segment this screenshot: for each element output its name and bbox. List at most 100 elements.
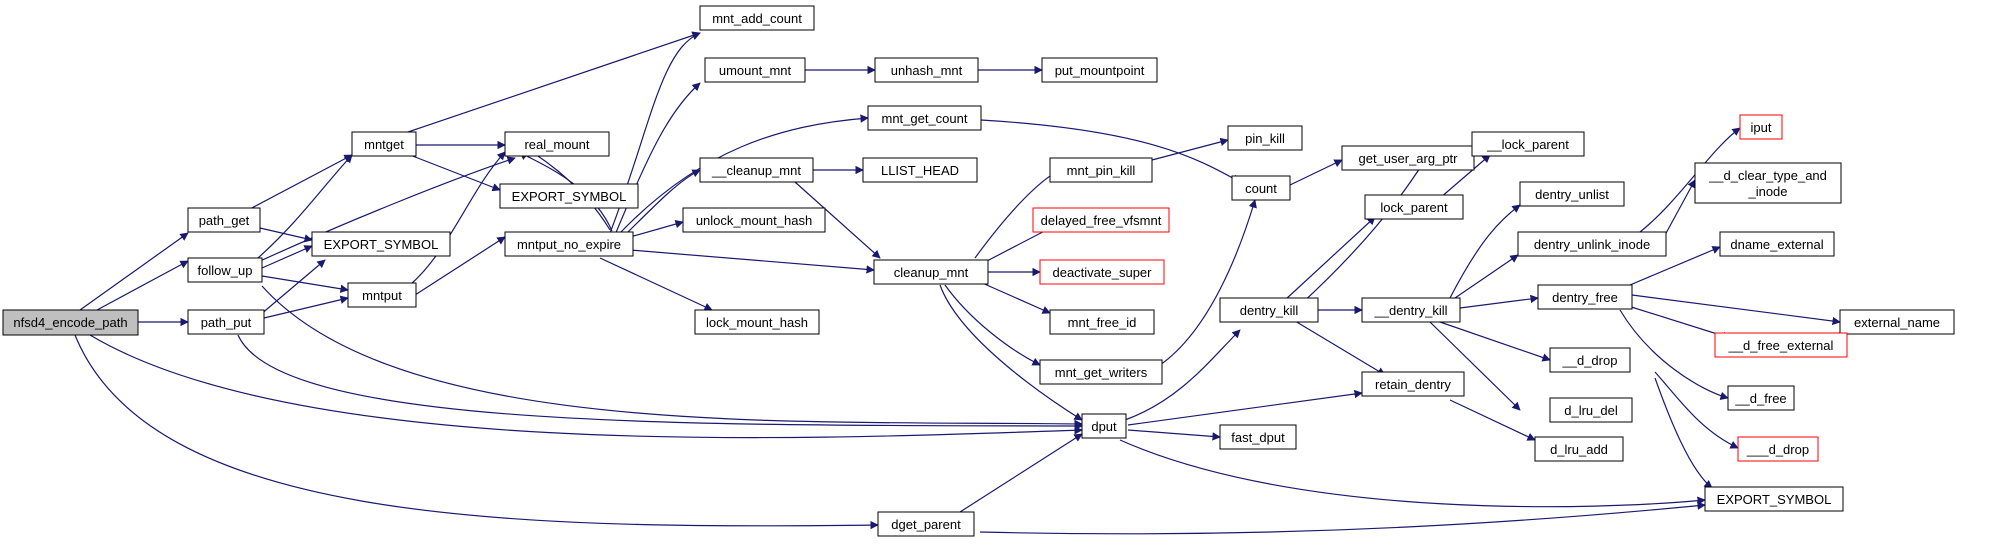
node-unlock-mount-hash[interactable]: unlock_mount_hash [682,207,826,233]
edge [939,284,1083,421]
node-dentry-free[interactable]: dentry_free [1537,284,1633,310]
edge [979,281,1051,314]
node-label: lock_mount_hash [706,315,808,330]
node-cleanup-mnt[interactable]: cleanup_mnt [873,259,989,285]
node-deactivate-super[interactable]: deactivate_super [1039,259,1165,285]
edge [629,249,875,274]
node-dentry-unlink-inode[interactable]: dentry_unlink_inode [1517,231,1667,257]
node-dentry-unlist[interactable]: dentry_unlist [1519,181,1625,207]
edge [409,151,506,286]
node-label: d_lru_del [1564,403,1618,418]
node-label: mnt_pin_kill [1067,163,1136,178]
node-export-symbol-lower[interactable]: EXPORT_SYMBOL [1704,486,1844,512]
node-label: iput [1751,120,1772,135]
edge [1299,159,1426,306]
node-lock-mount-hash[interactable]: lock_mount_hash [694,309,820,335]
edge [404,31,701,134]
node-llist-head[interactable]: LLIST_HEAD [862,157,978,183]
node-label: mnt_get_writers [1055,365,1148,380]
node-dentry-kill[interactable]: dentry_kill [1219,297,1319,323]
node-dname-external[interactable]: dname_external [1719,231,1835,257]
node-label: mntput [362,288,402,303]
edge [980,119,1241,183]
node-label-line-2: _inode [1747,184,1787,199]
node-d-free-external[interactable]: __d_free_external [1714,332,1848,358]
edge [1289,317,1386,376]
node-unhash-mnt[interactable]: unhash_mnt [874,57,979,83]
node-fast-dput[interactable]: fast_dput [1219,424,1297,450]
node-lock-parent-underscore[interactable]: __lock_parent [1471,131,1585,157]
node-mnt-add-count[interactable]: mnt_add_count [699,5,815,31]
edge [1127,389,1363,426]
edge [247,154,353,211]
node-mntget[interactable]: mntget [351,131,417,157]
edge [794,181,881,259]
node-d-drop-triple[interactable]: ___d_drop [1737,436,1819,462]
node-label: get_user_arg_ptr [1358,151,1458,166]
node-dentry-kill-underscore[interactable]: __dentry_kill [1361,297,1461,323]
node-cleanup-mnt-underscore[interactable]: __cleanup_mnt [699,157,814,183]
node-follow-up[interactable]: follow_up [187,257,263,283]
edge [261,275,349,293]
edge [1449,399,1536,441]
node-external-name[interactable]: external_name [1839,309,1955,335]
node-dput[interactable]: dput [1081,413,1127,439]
edge [1124,329,1241,421]
node-export-symbol-middle[interactable]: EXPORT_SYMBOL [311,231,451,257]
node-mntput[interactable]: mntput [347,282,417,308]
node-d-clear-type-and-inode[interactable]: __d_clear_type_and _inode [1694,162,1842,204]
node-label: dput [1091,419,1117,434]
node-d-free[interactable]: __d_free [1727,385,1795,411]
node-iput[interactable]: iput [1739,114,1783,140]
edge [1654,377,1713,489]
edge [1429,321,1521,411]
node-delayed-free-vfsmnt[interactable]: delayed_free_vfsmnt [1032,207,1170,233]
edge [409,154,501,192]
node-lock-parent[interactable]: lock_parent [1364,194,1464,220]
node-label: path_put [201,315,252,330]
node-label: __d_drop [1562,353,1618,368]
edge [1284,216,1376,301]
edge [1639,127,1741,233]
node-d-lru-add[interactable]: d_lru_add [1534,436,1624,462]
node-dget-parent[interactable]: dget_parent [877,511,975,537]
node-d-lru-del[interactable]: d_lru_del [1549,397,1633,423]
node-label: __cleanup_mnt [711,163,801,178]
node-umount-mnt[interactable]: umount_mnt [704,57,806,83]
node-mnt-get-writers[interactable]: mnt_get_writers [1039,359,1163,385]
node-export-symbol-upper[interactable]: EXPORT_SYMBOL [499,183,639,209]
node-label: __d_free_external [1728,338,1834,353]
edge-layer [74,31,1846,535]
node-retain-dentry[interactable]: retain_dentry [1361,371,1465,397]
node-nfsd4-encode-path[interactable]: nfsd4_encode_path [2,309,139,336]
node-mnt-free-id[interactable]: mnt_free_id [1049,309,1155,335]
node-path-put[interactable]: path_put [187,309,265,335]
node-mntput-no-expire[interactable]: mntput_no_expire [504,231,634,257]
node-count[interactable]: count [1231,175,1291,201]
edge [1654,371,1739,449]
node-label: pin_kill [1245,131,1285,146]
node-real-mount[interactable]: real_mount [504,131,610,157]
edge [1631,294,1841,326]
node-label: unlock_mount_hash [696,213,812,228]
edge [1289,159,1343,186]
node-label: dget_parent [891,517,961,532]
node-put-mountpoint[interactable]: put_mountpoint [1041,57,1158,83]
node-mnt-get-count[interactable]: mnt_get_count [867,105,982,131]
node-label: real_mount [524,137,589,152]
node-label-line-1: __d_clear_type_and [1708,168,1827,183]
edge [1127,429,1221,441]
edge [263,295,349,319]
node-label: mntput_no_expire [517,237,621,252]
edge [79,232,189,311]
node-d-drop-underscore[interactable]: __d_drop [1549,347,1631,373]
edge [1159,199,1257,366]
node-pin-kill[interactable]: pin_kill [1227,125,1303,151]
edge [257,154,353,259]
node-mnt-pin-kill[interactable]: mnt_pin_kill [1049,157,1153,183]
node-label: deactivate_super [1052,265,1152,280]
node-label: ___d_drop [1746,442,1809,457]
node-get-user-arg-ptr[interactable]: get_user_arg_ptr [1341,145,1475,171]
node-path-get[interactable]: path_get [187,207,261,233]
node-label: mnt_free_id [1068,315,1137,330]
